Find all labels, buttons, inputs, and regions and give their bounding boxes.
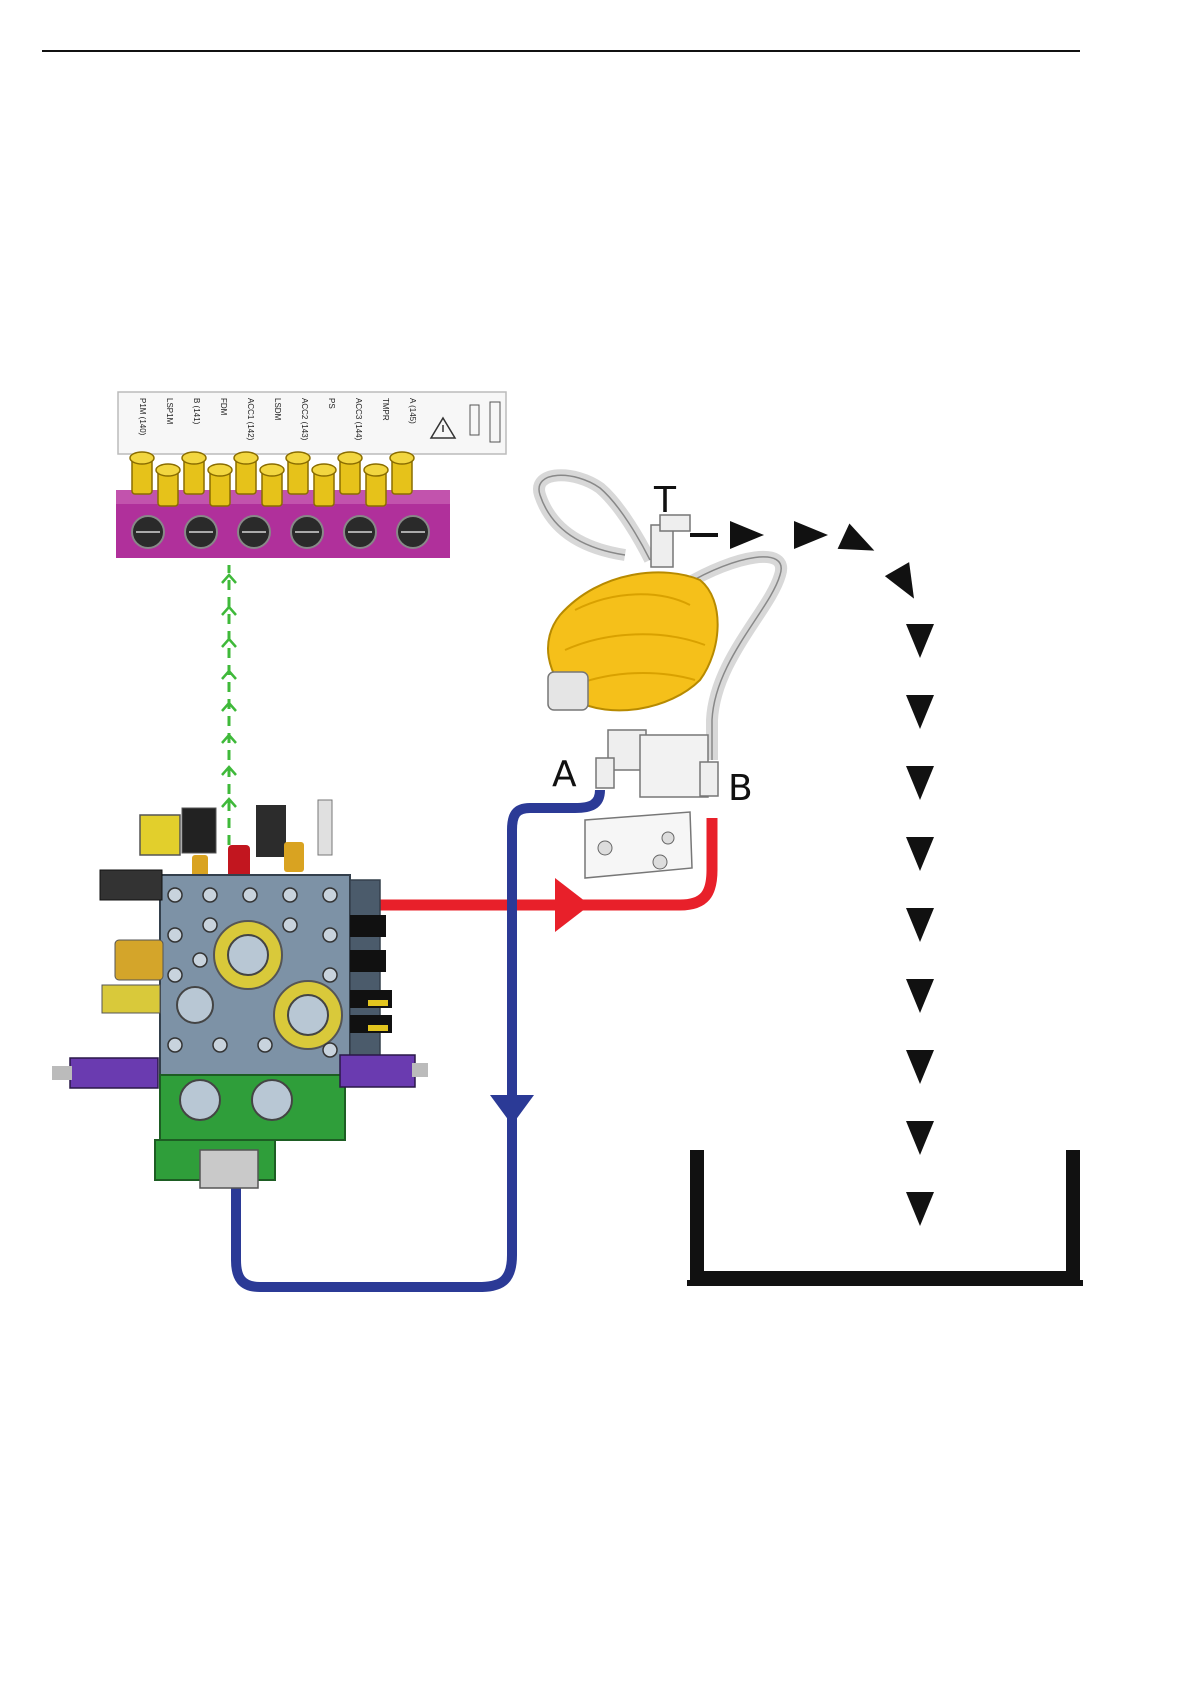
port-label-panel: P1M (140) LSP1M B (141) FDM ACC1 (142) LSDM AC…	[118, 392, 506, 454]
panel-label: LSP1M	[165, 398, 174, 425]
panel-label: ACC1 (142)	[246, 398, 255, 441]
bolt	[168, 888, 182, 902]
test-port-cap	[156, 464, 180, 476]
drain-arrow	[906, 695, 934, 729]
bolt	[323, 928, 337, 942]
bolt	[323, 1043, 337, 1057]
test-port-cap	[260, 464, 284, 476]
test-port-cap	[130, 452, 154, 464]
drain-arrow	[906, 979, 934, 1013]
pilot-arrow	[222, 607, 236, 615]
test-port-cap	[312, 464, 336, 476]
bolt	[203, 888, 217, 902]
test-port-cap	[208, 464, 232, 476]
panel-label: FDM	[219, 398, 228, 416]
test-port-cap	[286, 452, 310, 464]
bolt	[193, 953, 207, 967]
test-port-cap	[364, 464, 388, 476]
panel-label: TMPR	[381, 398, 390, 421]
bolt	[283, 918, 297, 932]
panel-label: ACC2 (143)	[300, 398, 309, 441]
bolt	[243, 888, 257, 902]
tank-drain-line	[690, 521, 934, 1226]
bolt	[168, 968, 182, 982]
hydraulic-tank	[697, 1150, 1073, 1278]
test-port-manifold	[116, 452, 450, 558]
drain-arrow	[885, 562, 926, 605]
drain-arrow	[838, 524, 881, 564]
drain-arrow	[906, 624, 934, 658]
drain-arrow	[730, 521, 764, 549]
bolt	[168, 928, 182, 942]
pressure-flow-arrow	[555, 878, 590, 932]
drain-arrow	[794, 521, 828, 549]
test-port-cap	[234, 452, 258, 464]
port-label-t: T	[653, 480, 677, 521]
bolt	[168, 1038, 182, 1052]
test-port-cap	[182, 452, 206, 464]
drain-arrow	[906, 1192, 934, 1226]
panel-label: PS	[327, 398, 336, 409]
drain-arrow	[906, 766, 934, 800]
panel-label: P1M (140)	[138, 398, 147, 436]
test-port-cap	[390, 452, 414, 464]
port-label-a: A	[552, 754, 577, 795]
bolt	[203, 918, 217, 932]
bolt	[283, 888, 297, 902]
control-valve-block	[52, 800, 428, 1188]
port-label-b: B	[728, 768, 753, 809]
test-port-cap	[338, 452, 362, 464]
pilot-arrow	[222, 639, 236, 647]
bolt	[323, 968, 337, 982]
drain-arrow	[906, 1050, 934, 1084]
drain-arrow	[906, 1121, 934, 1155]
panel-label: LSDM	[273, 398, 282, 421]
panel-label: A (145)	[408, 398, 417, 424]
pilot-line	[222, 565, 236, 845]
bolt	[213, 1038, 227, 1052]
drain-arrow	[906, 837, 934, 871]
panel-label: B (141)	[192, 398, 201, 425]
bolt	[258, 1038, 272, 1052]
panel-label: ACC3 (144)	[354, 398, 363, 441]
drain-arrow	[906, 908, 934, 942]
bolt	[323, 888, 337, 902]
return-flow-arrow	[490, 1095, 534, 1125]
